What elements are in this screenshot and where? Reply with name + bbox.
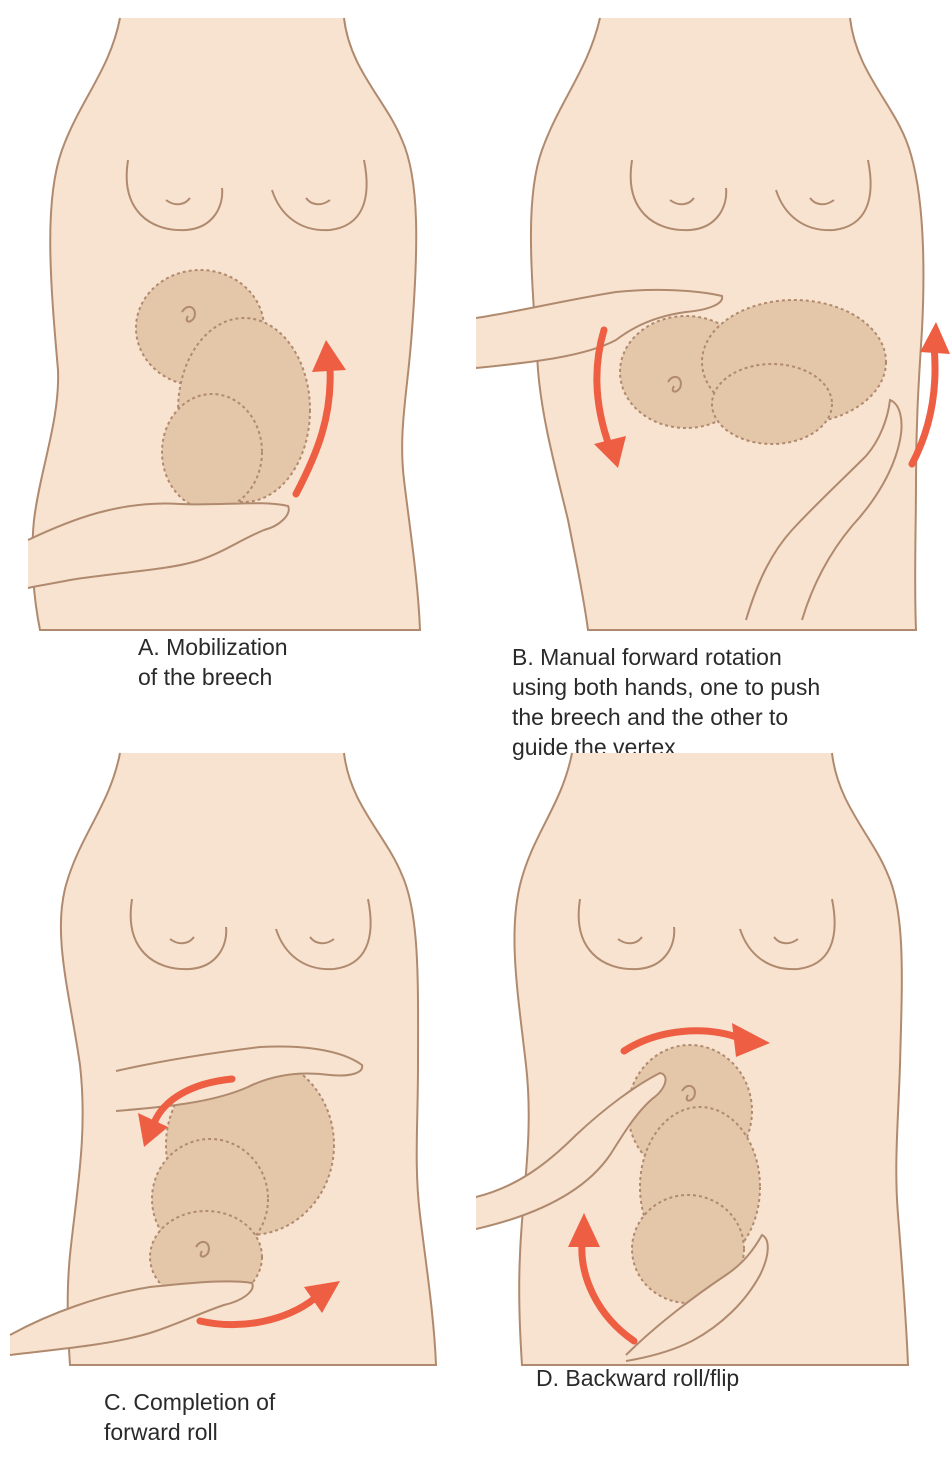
panel-b-forward-rotation: B. Manual forward rotation using both ha… <box>476 0 952 735</box>
panel-a-caption: A. Mobilization of the breech <box>138 632 398 692</box>
panel-a-mobilization: A. Mobilization of the breech <box>0 0 476 735</box>
panel-b-illustration <box>476 0 952 640</box>
panel-c-completion: C. Completion of forward roll <box>0 735 476 1470</box>
panel-c-illustration <box>0 735 476 1375</box>
panel-a-illustration <box>0 0 476 640</box>
panel-c-caption: C. Completion of forward roll <box>104 1387 404 1447</box>
panel-d-caption: D. Backward roll/flip <box>536 1363 866 1393</box>
arrowhead-icon <box>920 322 950 354</box>
panel-d-illustration <box>476 735 952 1375</box>
panel-d-backward-roll: D. Backward roll/flip <box>476 735 952 1470</box>
